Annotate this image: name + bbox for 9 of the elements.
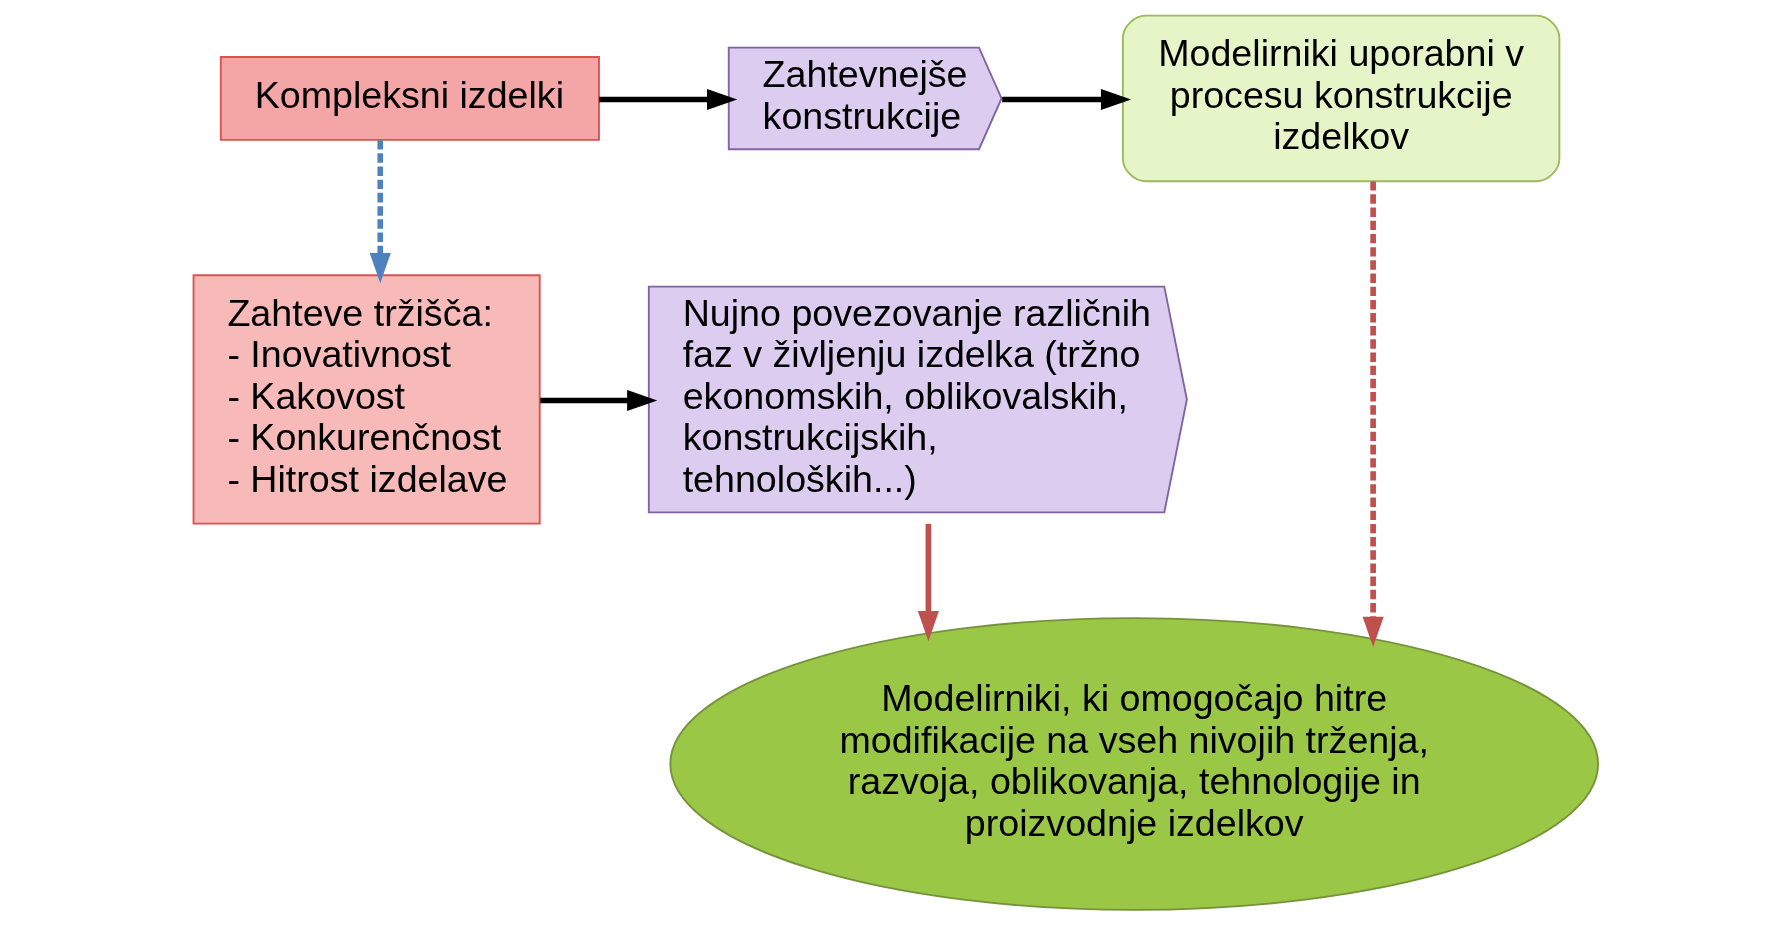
arrow — [1001, 88, 1131, 111]
node-box: Zahteve tržišča: - Inovativnost - Kakovost - Konkurenčnost - Hitrost izdelave — [192, 274, 541, 525]
arrow — [917, 523, 939, 642]
arrow — [598, 88, 737, 111]
arrow — [1362, 181, 1384, 647]
node-box: Kompleksni izdelki — [219, 56, 600, 141]
arrow — [539, 389, 657, 412]
node-box: Modelirniki uporabni v procesu konstrukcije izdelkov — [1121, 14, 1560, 183]
arrow — [369, 140, 391, 284]
